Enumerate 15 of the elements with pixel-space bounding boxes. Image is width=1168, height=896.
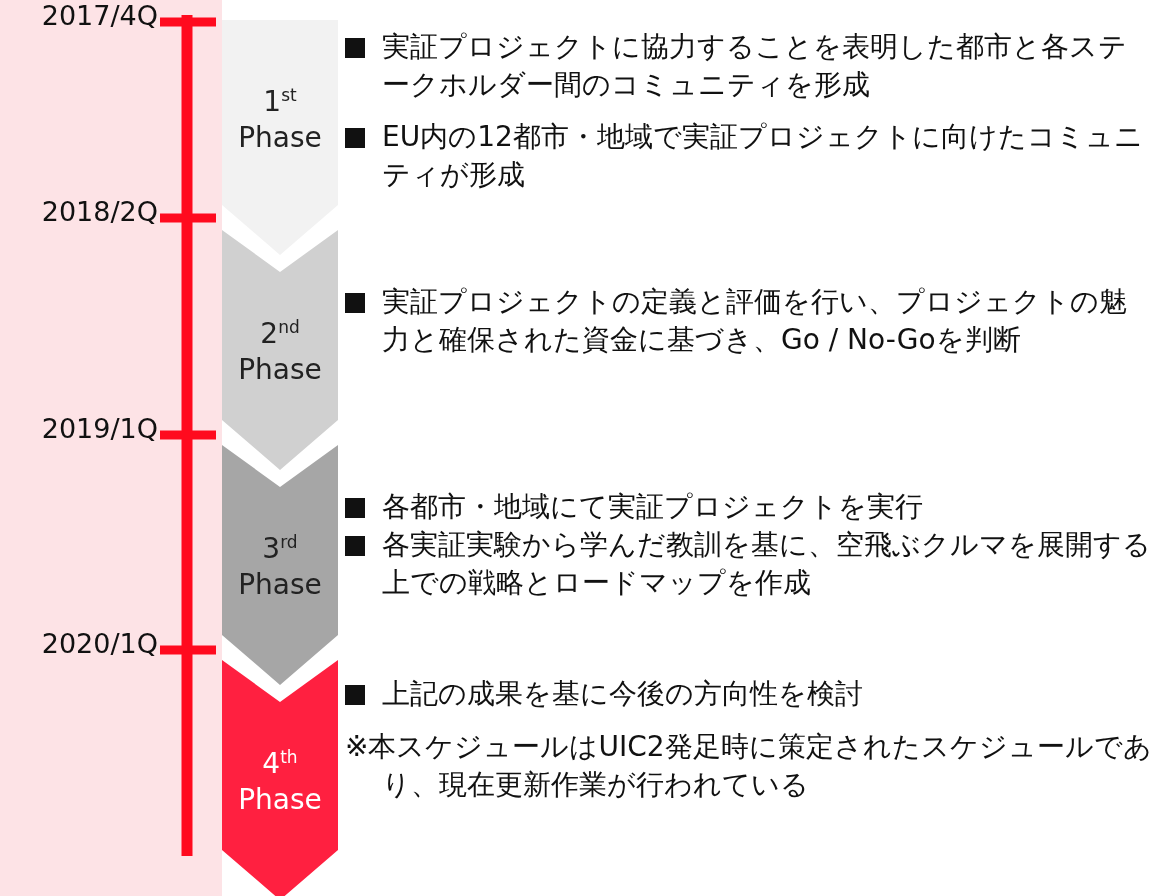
phase-label: 1$^{st}$ Phase [237, 83, 323, 156]
date-label: 2018/2Q [40, 196, 158, 227]
date-label: 2017/4Q [40, 0, 158, 31]
date-label: 2019/1Q [40, 413, 158, 444]
phase-label: 2$^{nd}$ Phase [237, 316, 323, 389]
bullet-text: EU内の12都市・地域で実証プロジェクトに向けたコミュニティが形成 [382, 119, 1144, 193]
note-text: ※本スケジュールはUIC2発足時に策定されたスケジュールであり、現在更新作業が行われている [345, 729, 1153, 803]
phase-label: 3$^{rd}$ Phase [237, 531, 323, 604]
bullet-text: 実証プロジェクトの定義と評価を行い、プロジェクトの魅力と確保された資金に基づき、Go / No-Goを判断 [382, 284, 1128, 358]
bullet-text: 実証プロジェクトに協力することを表明した都市と各ステークホルダー間のコミュニティを形成 [382, 29, 1128, 103]
phase-label: 4$^{th}$ Phase [237, 746, 323, 819]
bullet-text: 各実証実験から学んだ教訓を基に、空飛ぶクルマを展開する上での戦略とロードマップを作成 [382, 527, 1152, 601]
bullet-text: 上記の成果を基に今後の方向性を検討 [382, 676, 864, 712]
bullet-text: 各都市・地域にて実証プロジェクトを実行 [382, 489, 924, 525]
date-label: 2020/1Q [40, 628, 158, 659]
